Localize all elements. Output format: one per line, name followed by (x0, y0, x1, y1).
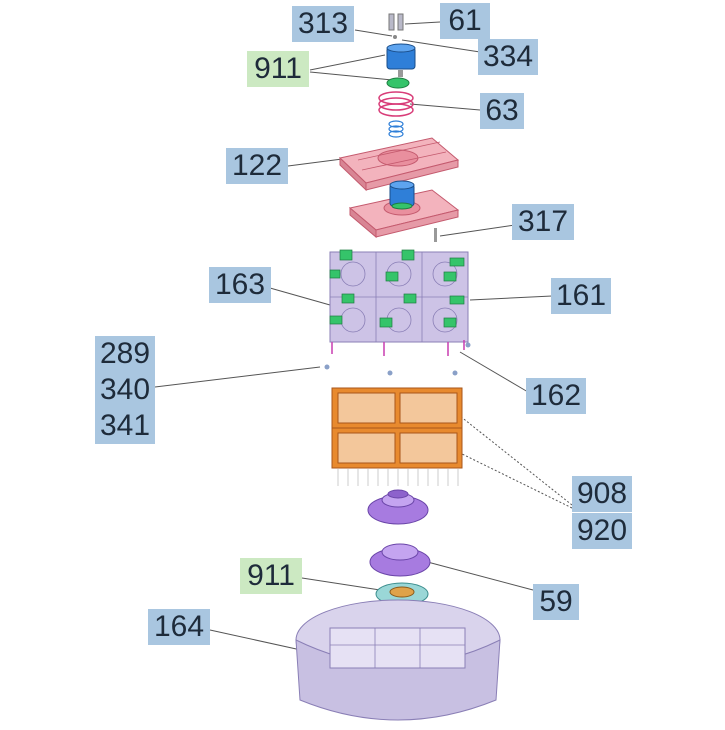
label-59[interactable]: 59 (533, 584, 579, 620)
label-289: 289 (99, 337, 151, 370)
label-341: 341 (99, 409, 151, 442)
label-163[interactable]: 163 (209, 267, 271, 303)
screws-part (388, 13, 404, 39)
seal-rings-part (378, 91, 414, 117)
small-bolts-part (324, 342, 471, 376)
green-disc-part (386, 77, 410, 89)
flat-filters-part (331, 387, 463, 486)
label-911-top[interactable]: 911 (247, 51, 309, 87)
label-164[interactable]: 164 (148, 609, 210, 645)
label-122[interactable]: 122 (226, 148, 288, 184)
label-911-bottom[interactable]: 911 (240, 558, 302, 594)
label-334[interactable]: 334 (478, 39, 538, 75)
label-161[interactable]: 161 (551, 278, 611, 314)
purple-hub-part (369, 543, 431, 577)
label-162[interactable]: 162 (526, 378, 586, 414)
lower-pink-plate-part (348, 180, 460, 239)
base-housing-part (295, 599, 501, 721)
label-317[interactable]: 317 (512, 204, 574, 240)
filter-cage-part (329, 249, 469, 356)
purple-dome-part (367, 489, 429, 525)
top-pink-plate-part (338, 137, 460, 192)
label-920[interactable]: 920 (572, 513, 632, 549)
label-stack-289-340-341[interactable]: 289 340 341 (95, 336, 155, 444)
leader-lines (154, 21, 573, 653)
label-61[interactable]: 61 (440, 3, 490, 39)
label-340: 340 (99, 373, 151, 406)
pin-part (434, 228, 437, 242)
label-313[interactable]: 313 (292, 6, 354, 42)
blue-cylinder-part (386, 43, 416, 77)
label-908[interactable]: 908 (572, 476, 632, 512)
label-63[interactable]: 63 (480, 93, 524, 129)
small-spring-part (388, 120, 404, 138)
